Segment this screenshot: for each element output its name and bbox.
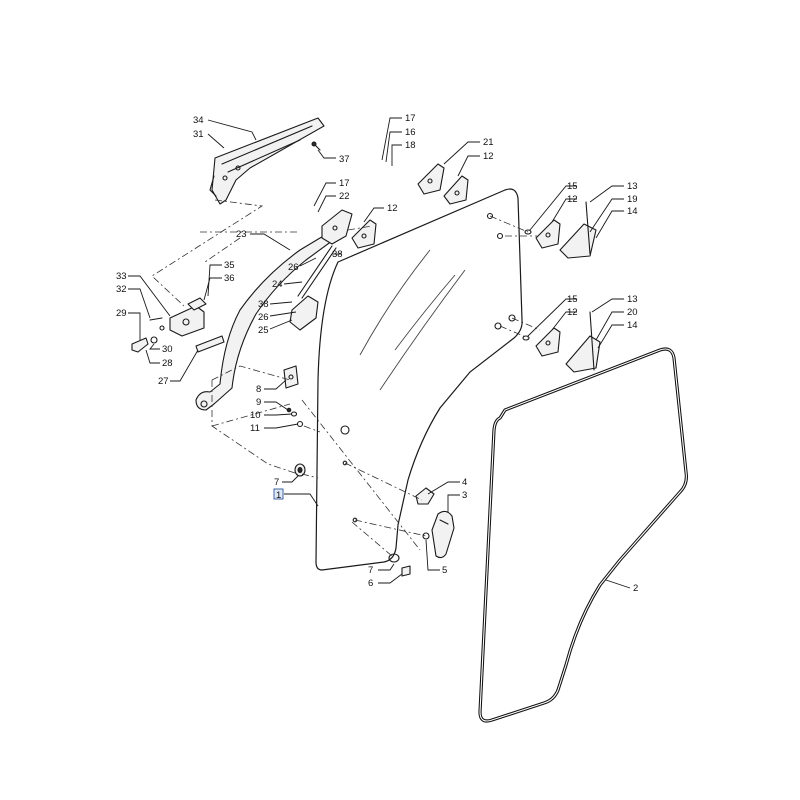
callout-21[interactable]: 21 [483,137,494,148]
callout-35[interactable]: 35 [224,260,235,271]
callout-26a[interactable]: 26 [288,262,299,273]
callout-33[interactable]: 33 [116,271,127,282]
callout-25[interactable]: 25 [258,325,269,336]
door-seal[interactable] [478,347,688,723]
callout-19[interactable]: 19 [627,194,638,205]
latch-small-parts[interactable] [131,317,165,353]
callout-12b[interactable]: 12 [387,203,398,214]
callout-12a[interactable]: 12 [483,151,494,162]
hinge-right-lower[interactable] [565,311,601,373]
callout-7a[interactable]: 7 [274,477,279,488]
callout-17b[interactable]: 17 [339,178,350,189]
callout-24[interactable]: 24 [272,279,283,290]
callout-13b[interactable]: 13 [627,294,638,305]
assembly-lines [151,199,541,557]
callout-38a[interactable]: 38 [332,249,343,260]
callout-20[interactable]: 20 [627,307,638,318]
rail-screw[interactable] [311,141,321,151]
callout-38b[interactable]: 38 [258,299,269,310]
callout-37[interactable]: 37 [339,154,350,165]
callout-14b[interactable]: 14 [627,320,638,331]
hinge-plate-upper-mid[interactable] [443,175,469,205]
washers-right[interactable] [522,229,532,341]
callout-3[interactable]: 3 [462,490,467,501]
callout-31[interactable]: 31 [193,129,204,140]
latch-rod[interactable] [195,335,225,353]
callout-36[interactable]: 36 [224,273,235,284]
handle-catch[interactable] [415,487,435,505]
upper-rail-bracket[interactable] [209,117,325,205]
callout-32[interactable]: 32 [116,284,127,295]
callout-15b[interactable]: 15 [567,294,578,305]
callout-13a[interactable]: 13 [627,181,638,192]
callout-5[interactable]: 5 [442,565,447,576]
callout-8[interactable]: 8 [256,384,261,395]
callout-16[interactable]: 16 [405,127,416,138]
gas-strut[interactable] [297,245,337,299]
handle-washer[interactable] [422,532,430,540]
callout-1-highlighted[interactable]: 1 [273,488,284,501]
small-fasteners[interactable] [286,407,304,428]
callout-15a[interactable]: 15 [567,181,578,192]
hinge-plate-right-upper[interactable] [535,219,561,249]
leader-lines [128,117,631,589]
callout-27[interactable]: 27 [158,376,169,387]
callout-6[interactable]: 6 [368,578,373,589]
hinge-plate-upper-left[interactable] [417,163,445,195]
callout-12c[interactable]: 12 [567,194,578,205]
callout-10[interactable]: 10 [250,410,261,421]
door-handle[interactable] [431,510,455,559]
rubber-pad-upper[interactable] [294,463,306,477]
strut-bracket[interactable] [289,295,319,331]
callout-34[interactable]: 34 [193,115,204,126]
callout-26b[interactable]: 26 [258,312,269,323]
top-hinge-bracket[interactable] [321,209,353,245]
callout-17a[interactable]: 17 [405,113,416,124]
callout-4[interactable]: 4 [462,477,467,488]
rubber-pad-lower[interactable] [388,553,411,577]
hinge-plate-right-lower[interactable] [535,327,561,357]
callout-14a[interactable]: 14 [627,206,638,217]
callout-labels: 34 31 37 17 16 18 21 12 17 22 12 23 26 3… [116,113,638,594]
callout-30[interactable]: 30 [162,344,173,355]
callout-28[interactable]: 28 [162,358,173,369]
callout-2[interactable]: 2 [633,583,638,594]
hinge-plate-glass-left[interactable] [351,219,377,249]
callout-7b[interactable]: 7 [368,565,373,576]
clip-bracket[interactable] [283,365,299,389]
callout-29[interactable]: 29 [116,308,127,319]
callout-23[interactable]: 23 [236,229,247,240]
svg-text:1: 1 [276,490,281,501]
callout-18[interactable]: 18 [405,140,416,151]
callout-11[interactable]: 11 [250,423,260,434]
callout-22[interactable]: 22 [339,191,350,202]
door-glass-panel[interactable] [315,188,523,571]
callout-9[interactable]: 9 [256,397,261,408]
door-latch-assembly[interactable] [169,297,207,337]
hinge-right-upper[interactable] [559,201,597,259]
callout-12d[interactable]: 12 [567,307,578,318]
